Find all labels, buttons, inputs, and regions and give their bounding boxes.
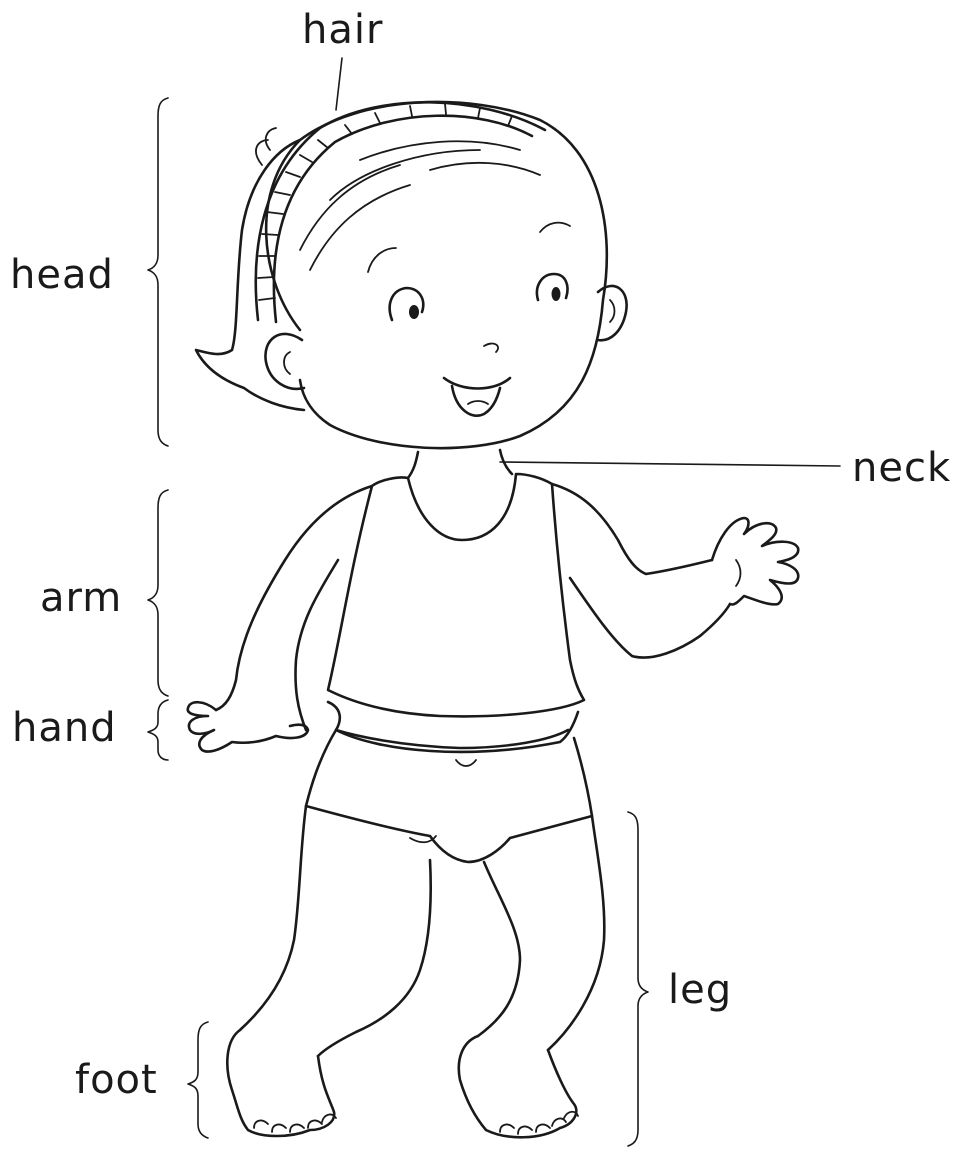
- right-arm: [552, 484, 712, 574]
- left-arm: [216, 486, 372, 710]
- right-hand: [712, 518, 798, 605]
- right-leg: [478, 862, 520, 1036]
- hand-label: hand: [12, 708, 117, 748]
- neck: [408, 452, 418, 478]
- head-bracket: [148, 98, 168, 446]
- left-hand: [188, 702, 308, 751]
- shorts-waistband: [328, 702, 578, 752]
- left-leg: [240, 806, 306, 1030]
- hair-bob: [196, 140, 304, 410]
- leg-label: leg: [668, 970, 732, 1010]
- headband: [256, 102, 545, 320]
- head-label: head: [10, 255, 114, 295]
- right-foot: [459, 1036, 577, 1137]
- arm-label: arm: [40, 578, 122, 618]
- hand-bracket: [148, 700, 168, 760]
- leg-bracket: [628, 812, 648, 1146]
- hair-leader-line: [336, 58, 342, 110]
- shorts: [306, 730, 592, 862]
- left-foot: [227, 1030, 334, 1136]
- vest: [328, 474, 584, 716]
- hair-label: hair: [302, 10, 383, 50]
- foot-label: foot: [75, 1060, 158, 1100]
- arm-bracket: [148, 490, 168, 696]
- neck-label: neck: [852, 448, 951, 488]
- foot-bracket: [188, 1022, 208, 1138]
- neck-leader-line: [500, 462, 840, 466]
